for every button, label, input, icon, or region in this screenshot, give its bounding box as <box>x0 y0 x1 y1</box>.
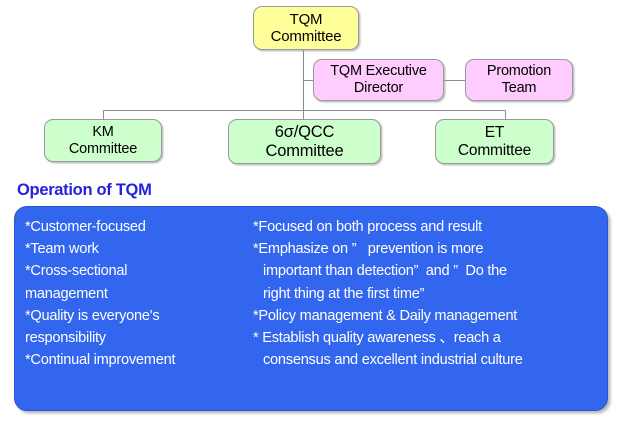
operation-right-line: *Emphasize on ” prevention is more <box>253 241 484 258</box>
operation-right-line: *Policy management & Daily management <box>253 307 518 324</box>
operation-of-tqm-title: Operation of TQM <box>17 181 152 199</box>
operation-left-line: *Cross-sectional <box>25 263 128 280</box>
operation-right-line: consensus and excellent industrial cultu… <box>263 352 523 369</box>
operation-right-line: important than detection” and ” Do the <box>263 263 507 280</box>
operation-left-line: *Customer-focused <box>25 219 146 235</box>
operation-left-line: *Continual improvement <box>25 352 176 369</box>
operation-left-line: management <box>25 285 108 302</box>
operation-left-line: *Team work <box>25 241 99 258</box>
operation-right-line: right thing at the first time” <box>263 285 425 302</box>
operation-right-line: *Focused on both process and result <box>253 219 482 235</box>
operation-of-tqm-panel: *Customer-focused *Team work *Cross-sectio… <box>14 206 608 411</box>
operation-left-line: *Quality is everyone's <box>25 307 160 324</box>
operation-left-line: responsibility <box>25 329 106 346</box>
operation-left-column: *Customer-focused *Team work *Cross-sectio… <box>25 216 253 402</box>
operation-right-column: *Focused on both process and result *Emph… <box>253 216 599 402</box>
operation-right-line: * Establish quality awareness 、reach a <box>253 329 501 346</box>
